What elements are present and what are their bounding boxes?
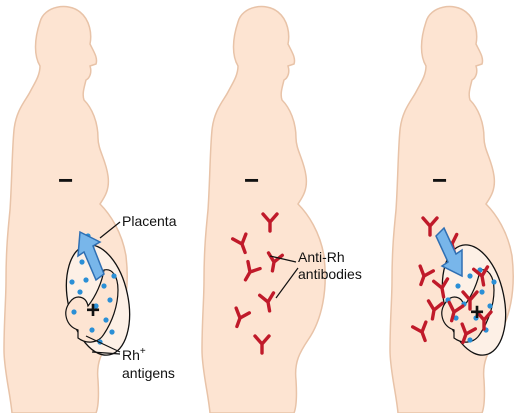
fetus-rh-symbol: +	[86, 297, 100, 324]
rh-antigen-dot	[69, 279, 75, 285]
rh-antigen-dot	[455, 283, 461, 289]
annotation-labels	[85, 221, 299, 355]
rh-antigen-dot	[473, 315, 479, 321]
antigen-leader-line-2	[91, 351, 121, 355]
mother-rh-symbol: −	[244, 165, 259, 195]
rh-antigen-dot	[487, 303, 493, 309]
rh-antigen-dot	[93, 303, 99, 309]
rh-antigen-dot	[479, 289, 485, 295]
rh-antigen-dot	[103, 317, 109, 323]
panel-rh-positive-pregnancy: + −	[3, 5, 131, 413]
rh-antigen-dot	[467, 273, 473, 279]
rh-antigen-dot	[467, 337, 473, 343]
rh-antigen-dot	[77, 289, 83, 295]
rh-superscript: +	[140, 346, 146, 357]
antibody-transfer-arrow	[435, 226, 463, 278]
rh-antigen-dot	[491, 279, 497, 285]
rh-antigen-dot	[71, 309, 77, 315]
rh-antigen-dot	[109, 329, 115, 335]
rh-antigen-dots	[69, 233, 117, 345]
antibody-leader-line-2	[275, 267, 299, 299]
mother-silhouette	[389, 5, 514, 413]
placenta-label: Placenta	[122, 213, 177, 229]
antibody-leader-line-1	[269, 255, 297, 263]
rh-antigen-dot	[101, 283, 107, 289]
rh-antigen-dot	[79, 259, 85, 265]
antigen-leader-line-1	[85, 335, 121, 353]
rh-antigen-dot	[107, 297, 113, 303]
placenta-leader-line	[99, 221, 121, 239]
rh-antigens-label: Rh+	[122, 346, 146, 363]
fetus-rh-symbol: +	[470, 299, 484, 326]
mother-rh-symbol: −	[432, 165, 447, 195]
rh-antigen-dot	[89, 327, 95, 333]
transfer-arrow	[77, 230, 105, 282]
anti-rh-label: Anti-Rh	[298, 249, 345, 265]
mother-rh-symbol: −	[58, 165, 73, 195]
panel-anti-rh-antibodies: −	[201, 5, 326, 413]
rh-antigen-dot	[453, 315, 459, 321]
rh-antigen-dot	[83, 277, 89, 283]
rh-antigen-dot	[111, 273, 117, 279]
panel-second-pregnancy: + −	[389, 5, 514, 413]
antigens-label: antigens	[122, 365, 175, 381]
antibodies-label: antibodies	[298, 266, 362, 282]
rh-text: Rh	[122, 347, 140, 363]
